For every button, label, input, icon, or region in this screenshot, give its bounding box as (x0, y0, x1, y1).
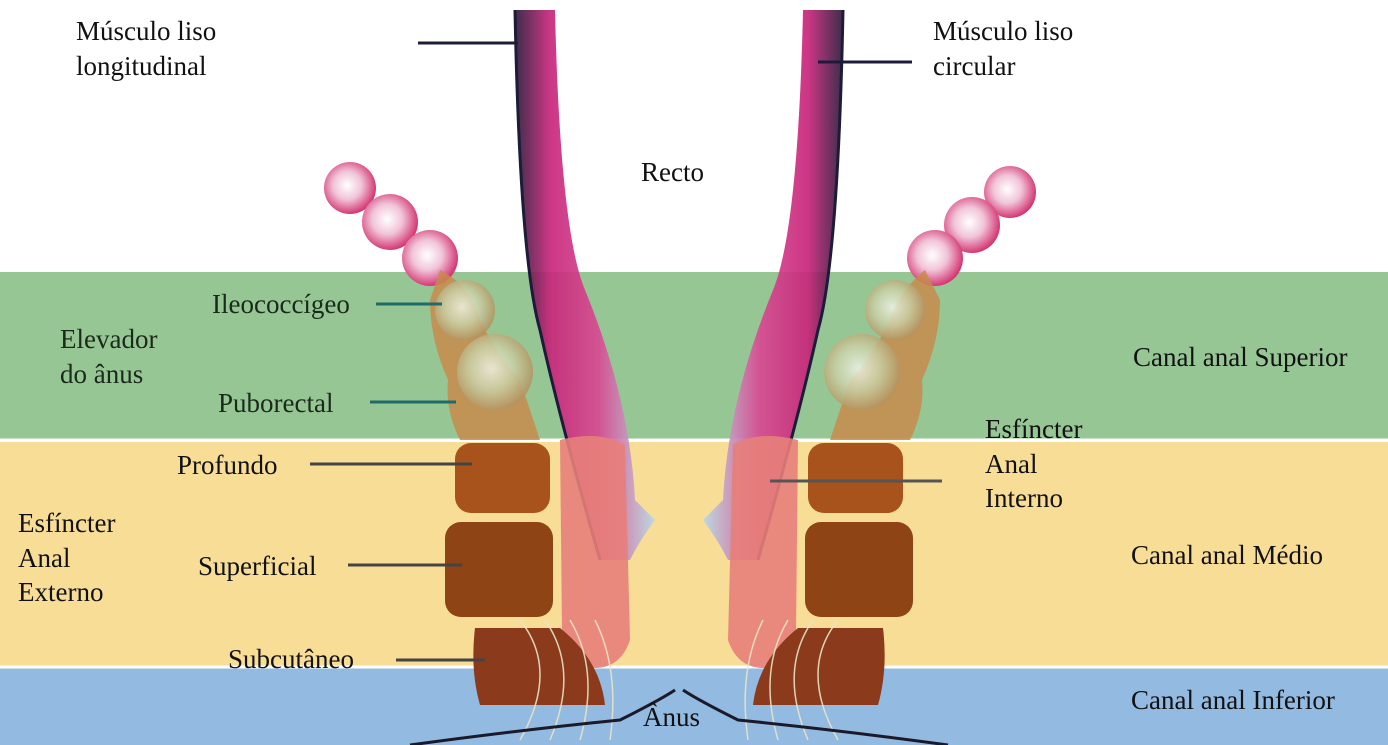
external-sphincter-line2: Anal (18, 541, 115, 576)
circular-muscle-line1: Músculo liso (933, 14, 1073, 49)
levator-ani-line2: do ânus (60, 357, 157, 392)
deep-label: Profundo (177, 448, 278, 483)
puborectalis-label: Puborectal (218, 386, 333, 421)
longitudinal-muscle-label: Músculo liso longitudinal (76, 14, 216, 83)
levator-ani-label: Elevador do ânus (60, 322, 157, 391)
iliococcygeus-label: Ileococcígeo (212, 287, 350, 322)
circular-muscle-label: Músculo liso circular (933, 14, 1073, 83)
circular-muscle-line2: circular (933, 49, 1073, 84)
longitudinal-muscle-line2: longitudinal (76, 49, 216, 84)
internal-sphincter-line1: Esfíncter (985, 412, 1082, 447)
external-sphincter-label: Esfíncter Anal Externo (18, 506, 115, 610)
zone-middle-label: Canal anal Médio (1131, 538, 1323, 573)
anus-label: Ânus (643, 700, 700, 735)
superficial-label: Superficial (198, 549, 316, 584)
zone-inferior-label: Canal anal Inferior (1131, 683, 1335, 718)
external-sphincter-line1: Esfíncter (18, 506, 115, 541)
levator-ani-line1: Elevador (60, 322, 157, 357)
internal-sphincter-line3: Interno (985, 481, 1082, 516)
rectum-label: Recto (641, 155, 704, 190)
internal-sphincter-line2: Anal (985, 447, 1082, 482)
external-sphincter-line3: Externo (18, 575, 115, 610)
zone-superior-label: Canal anal Superior (1133, 340, 1347, 375)
longitudinal-muscle-line1: Músculo liso (76, 14, 216, 49)
internal-sphincter-label: Esfíncter Anal Interno (985, 412, 1082, 516)
subcutaneous-label: Subcutâneo (228, 642, 354, 677)
